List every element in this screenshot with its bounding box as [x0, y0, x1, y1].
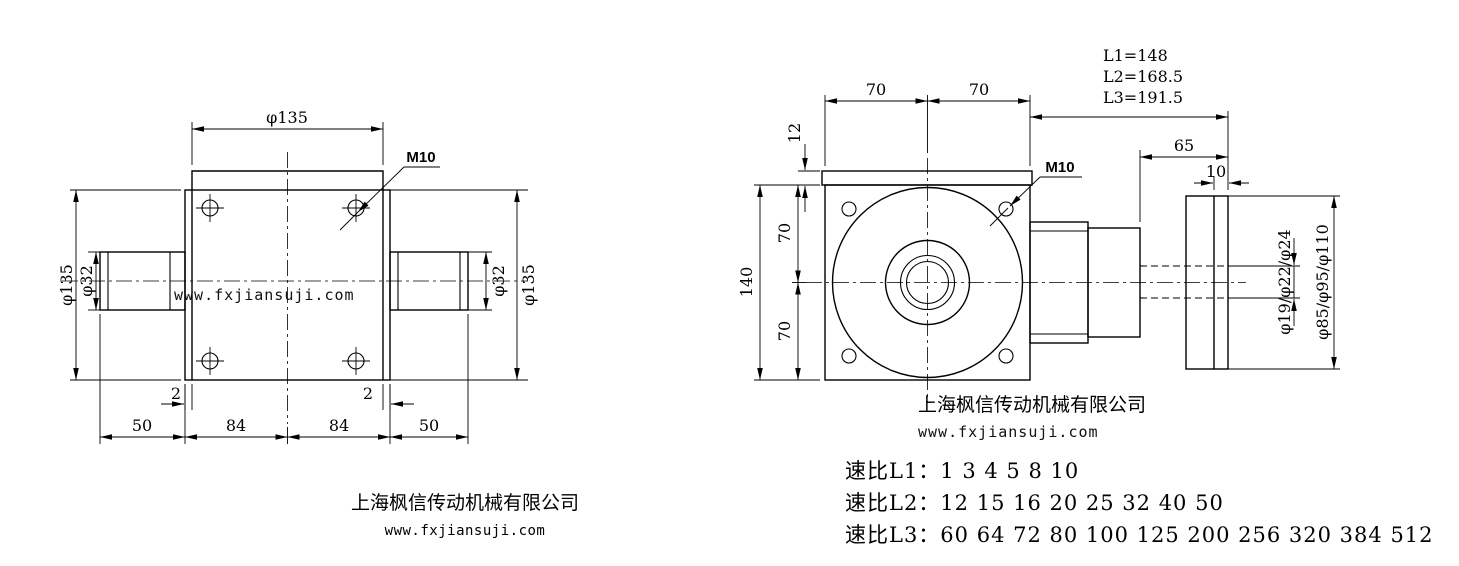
speed-ratios: 速比L1：1 3 4 5 8 10 速比L2：12 15 16 20 25 32… — [845, 459, 1434, 547]
dim-front-flange-width: φ135 — [191, 108, 384, 165]
front-left-shaft — [99, 251, 186, 311]
dim-label-front-right-body: φ135 — [519, 264, 538, 306]
dim-label-side-shaft-ext: 65 — [1174, 136, 1194, 155]
dim-front-bottom-chain: 50 84 84 50 — [99, 314, 469, 444]
dim-side-shaft-diameters: φ19/φ22/φ24 — [1228, 229, 1300, 335]
company-website-left: www.fxjiansuji.com — [385, 523, 546, 539]
side-output-housing — [1029, 195, 1229, 370]
dim-front-left-body-height: φ135 — [57, 189, 181, 381]
dim-side-heights: 140 70 70 — [737, 184, 820, 381]
dim-label-front-step-left: 2 — [171, 384, 181, 403]
ratio-line-l3: 速比L3：60 64 72 80 100 125 200 256 320 384… — [845, 523, 1434, 547]
dim-front-right-body-height: φ135 — [390, 189, 538, 381]
dim-label-side-flange-thickness: 10 — [1206, 162, 1226, 181]
dim-front-left-shaft: φ32 — [77, 251, 100, 311]
dim-front-right-shaft: φ32 — [468, 251, 508, 311]
length-label-l3: L3=191.5 — [1103, 88, 1183, 107]
dim-label-front-body-half-left: 84 — [226, 416, 246, 435]
dim-label-front-left-body: φ135 — [57, 264, 76, 306]
side-view: 70 70 12 L1=148 L2=168.5 L3=191.5 65 — [737, 46, 1434, 547]
dim-side-top-halves: 70 70 — [824, 80, 1031, 166]
company-block-right: 上海枫信传动机械有限公司 www.fxjiansuji.com — [918, 394, 1146, 441]
watermark-website: www.fxjiansuji.com — [174, 286, 355, 304]
length-label-l2: L2=168.5 — [1103, 67, 1183, 86]
dim-label-front-left-shaft: φ32 — [77, 265, 96, 297]
front-right-shaft — [389, 251, 469, 311]
dim-front-step-right: 2 — [363, 384, 414, 410]
dim-label-front-right-shaft: φ32 — [489, 265, 508, 297]
dim-label-front-shaft-len-left: 50 — [132, 416, 152, 435]
thread-label-front: M10 — [406, 149, 435, 166]
dim-side-flange-thickness: 10 — [1194, 162, 1249, 190]
dim-side-overall-lengths: L1=148 L2=168.5 L3=191.5 — [1030, 46, 1229, 190]
dim-front-step-left: 2 — [161, 384, 193, 410]
dim-label-side-upper-half: 70 — [775, 223, 794, 243]
dim-label-side-flange-diameters: φ85/φ95/φ110 — [1313, 224, 1332, 340]
dim-label-front-body-half-right: 84 — [329, 416, 349, 435]
company-name-left: 上海枫信传动机械有限公司 — [351, 492, 579, 514]
dim-label-front-step-right: 2 — [363, 384, 373, 403]
dim-side-plate-thickness: 12 — [785, 123, 820, 212]
side-flange-face — [821, 170, 1033, 381]
dim-label-front-shaft-len-right: 50 — [419, 416, 439, 435]
company-name-right: 上海枫信传动机械有限公司 — [918, 394, 1146, 416]
dim-label-side-total-height: 140 — [737, 267, 756, 298]
ratio-line-l2: 速比L2：12 15 16 20 25 32 40 50 — [845, 491, 1224, 515]
company-website-right: www.fxjiansuji.com — [918, 423, 1099, 441]
dim-label-side-top-right: 70 — [969, 80, 989, 99]
company-block-left: 上海枫信传动机械有限公司 www.fxjiansuji.com — [351, 492, 579, 539]
length-label-l1: L1=148 — [1103, 46, 1168, 65]
thread-label-side: M10 — [1045, 159, 1074, 176]
front-view: φ135 M10 φ135 φ32 φ32 — [57, 108, 579, 539]
dim-label-side-shaft-diameters: φ19/φ22/φ24 — [1275, 229, 1294, 334]
dim-side-flange-diameters: φ85/φ95/φ110 — [1228, 195, 1340, 370]
dim-side-shaft-extension: 65 — [1139, 136, 1228, 222]
dim-label-side-lower-half: 70 — [775, 321, 794, 341]
thread-callout-front: M10 — [339, 149, 440, 231]
dim-label-front-flange-width: φ135 — [266, 108, 308, 127]
dim-label-side-plate: 12 — [785, 123, 804, 143]
thread-callout-side: M10 — [989, 159, 1082, 227]
front-bolt-holes — [196, 194, 370, 375]
ratio-line-l1: 速比L1：1 3 4 5 8 10 — [845, 459, 1079, 483]
dim-label-side-top-left: 70 — [866, 80, 886, 99]
